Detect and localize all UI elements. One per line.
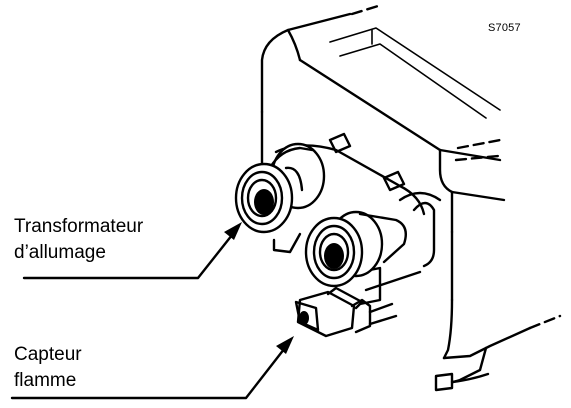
sensor-leader-line: [10, 342, 290, 400]
flame-sensor-body: [294, 286, 398, 338]
ignition-transformer-label: Transformateur d’allumage: [14, 214, 143, 266]
ignition-transformer-label-line-2: d’allumage: [14, 242, 106, 263]
flame-sensor-label-line-1: Capteur: [14, 344, 82, 365]
second-plug: [304, 210, 407, 288]
flame-sensor-label: Capteur flamme: [14, 342, 82, 394]
flame-sensor-label-line-2: flamme: [14, 370, 77, 391]
callout-leaders: [10, 222, 294, 400]
figure-reference-code: S7057: [488, 22, 521, 34]
transformer-arrowhead: [224, 222, 242, 240]
transformer-leader-line: [22, 228, 238, 280]
burner-housing: [260, 4, 562, 392]
ignition-transformer-label-line-1: Transformateur: [14, 216, 144, 237]
sensor-arrowhead: [276, 336, 294, 354]
ignition-transformer-plug: [234, 142, 326, 234]
